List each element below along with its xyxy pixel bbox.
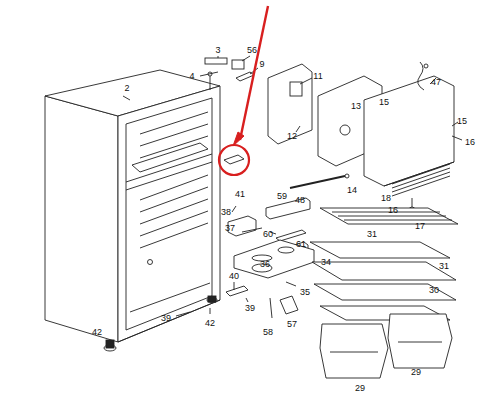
latch-part [224, 155, 244, 164]
callout-number: 16 [388, 205, 398, 215]
callout-number: 37 [225, 223, 235, 233]
callout-number: 13 [351, 101, 361, 111]
callout-number: 29 [355, 383, 365, 393]
callout-number: 29 [411, 367, 421, 377]
callout-number: 12 [287, 131, 297, 141]
crisper-drawers [320, 314, 452, 378]
callout-number: 39 [245, 303, 255, 313]
control-housing [268, 62, 462, 213]
callout-number: 42 [205, 318, 215, 328]
callout-number: 18 [381, 193, 391, 203]
highlight-marker [219, 6, 268, 175]
callout-number: 36 [260, 259, 270, 269]
callout-number: 30 [429, 285, 439, 295]
callout-number: 48 [295, 195, 305, 205]
callout-number: 61 [296, 239, 306, 249]
shelves [310, 208, 458, 320]
feet-and-hinge [104, 282, 298, 351]
callout-number: 40 [229, 271, 239, 281]
callout-number: 2 [124, 83, 129, 93]
callout-number: 41 [235, 189, 245, 199]
callout-number: 14 [347, 185, 357, 195]
callout-number: 59 [277, 191, 287, 201]
callout-number: 35 [300, 287, 310, 297]
callout-number: 31 [367, 229, 377, 239]
callout-number: 17 [415, 221, 425, 231]
callout-number: 39 [161, 313, 171, 323]
callout-number: 47 [431, 77, 441, 87]
callout-number: 4 [189, 71, 194, 81]
callout-number: 34 [321, 257, 331, 267]
callout-number: 15 [379, 97, 389, 107]
callout-number: 56 [247, 45, 257, 55]
callout-number: 38 [221, 207, 231, 217]
callout-number: 60 [263, 229, 273, 239]
callout-number: 3 [215, 45, 220, 55]
callout-number: 15 [457, 116, 467, 126]
callout-number: 9 [259, 59, 264, 69]
callout-number: 31 [439, 261, 449, 271]
callout-number: 11 [313, 71, 322, 81]
callout-number: 42 [92, 327, 102, 337]
cabinet [45, 70, 220, 342]
callout-number: 58 [263, 327, 273, 337]
callout-number: 16 [465, 137, 475, 147]
callout-number: 57 [287, 319, 297, 329]
top-hinge-parts [200, 56, 258, 90]
